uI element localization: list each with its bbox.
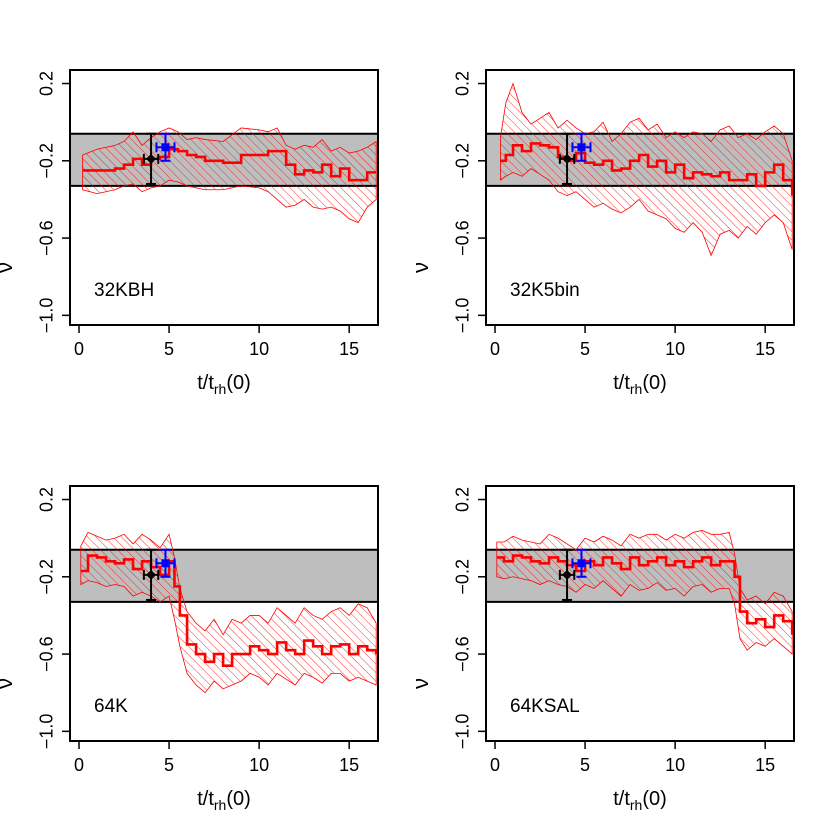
x-axis-label: t/trh(0) (197, 372, 251, 397)
y-tick-label: −0.2 (37, 143, 57, 179)
envelope-0 (500, 82, 793, 257)
panel-1: 0 5 10 15 −1.0 −0.6 −0.2 0.2 t/trh(0) ν 32K5bin (408, 69, 795, 397)
series-line-0 (500, 142, 794, 196)
plot-area (486, 82, 794, 257)
y-axis-label: ν (408, 678, 433, 689)
y-tick-label: −0.2 (453, 143, 473, 179)
data-point-0 (558, 548, 576, 601)
data-point-1 (155, 132, 176, 162)
panel-3: 0 5 10 15 −1.0 −0.6 −0.2 0.2 t/trh(0) ν 64KSAL (408, 485, 795, 813)
panel-label: 64KSAL (510, 696, 580, 717)
marker-diamond (562, 153, 573, 164)
marker-square (161, 559, 170, 568)
marker-square (577, 143, 586, 152)
marker-square (161, 143, 170, 152)
y-tick-label: 0.2 (453, 487, 473, 512)
x-tick-label: 10 (249, 339, 269, 359)
panel-0: 0 5 10 15 −1.0 −0.6 −0.2 0.2 t/trh(0) ν 32KBH (0, 69, 379, 397)
x-tick-label: 15 (339, 339, 359, 359)
marker-diamond (146, 569, 157, 580)
series-line-0 (82, 147, 377, 182)
y-tick-label: −0.2 (453, 559, 473, 595)
x-tick-label: 0 (490, 755, 500, 775)
x-axis-label: t/trh(0) (197, 788, 251, 813)
panel-label: 32K5bin (510, 280, 580, 301)
envelope-0 (80, 531, 377, 694)
y-tick-label: −0.6 (453, 636, 473, 672)
y-tick-label: −0.2 (37, 559, 57, 595)
data-point-0 (558, 132, 576, 185)
x-tick-label: 15 (755, 755, 775, 775)
y-tick-label: 0.2 (453, 71, 473, 96)
x-tick-label: 5 (164, 339, 174, 359)
plot-frame (485, 69, 795, 326)
x-tick-label: 10 (665, 755, 685, 775)
data-point-1 (155, 548, 176, 578)
y-axis-label: ν (0, 262, 17, 273)
x-tick-label: 5 (580, 339, 590, 359)
y-tick-label: −1.0 (37, 714, 57, 750)
y-tick-label: −0.6 (37, 220, 57, 256)
series-line-0 (496, 554, 794, 635)
panel-label: 64K (94, 696, 128, 717)
x-tick-label: 10 (665, 339, 685, 359)
marker-diamond (562, 569, 573, 580)
y-axis-label: ν (408, 262, 433, 273)
plot-frame (485, 485, 795, 742)
y-axis-label: ν (0, 678, 17, 689)
x-tick-label: 10 (249, 755, 269, 775)
marker-diamond (146, 153, 157, 164)
plot-frame (69, 485, 379, 742)
x-tick-label: 5 (580, 755, 590, 775)
x-tick-label: 0 (74, 339, 84, 359)
plot-area (486, 530, 794, 655)
data-point-0 (142, 132, 160, 185)
plot-area (70, 127, 378, 224)
x-axis-label: t/trh(0) (613, 372, 667, 397)
series-line-0 (80, 554, 378, 667)
x-tick-label: 15 (755, 339, 775, 359)
envelope-0 (496, 530, 793, 655)
x-tick-label: 15 (339, 755, 359, 775)
x-tick-label: 0 (74, 755, 84, 775)
x-tick-label: 5 (164, 755, 174, 775)
plot-area (70, 531, 378, 694)
y-tick-label: −0.6 (37, 636, 57, 672)
y-tick-label: 0.2 (37, 487, 57, 512)
data-point-1 (571, 548, 592, 578)
data-point-0 (142, 548, 160, 601)
y-tick-label: 0.2 (37, 71, 57, 96)
y-tick-label: −1.0 (453, 298, 473, 334)
y-tick-label: −1.0 (453, 714, 473, 750)
y-tick-label: −1.0 (37, 298, 57, 334)
x-tick-label: 0 (490, 339, 500, 359)
plot-frame (69, 69, 379, 326)
x-axis-label: t/trh(0) (613, 788, 667, 813)
panel-label: 32KBH (94, 280, 154, 301)
panel-2: 0 5 10 15 −1.0 −0.6 −0.2 0.2 t/trh(0) ν 64K (0, 485, 379, 813)
y-tick-label: −0.6 (453, 220, 473, 256)
data-point-1 (571, 132, 592, 162)
marker-square (577, 559, 586, 568)
